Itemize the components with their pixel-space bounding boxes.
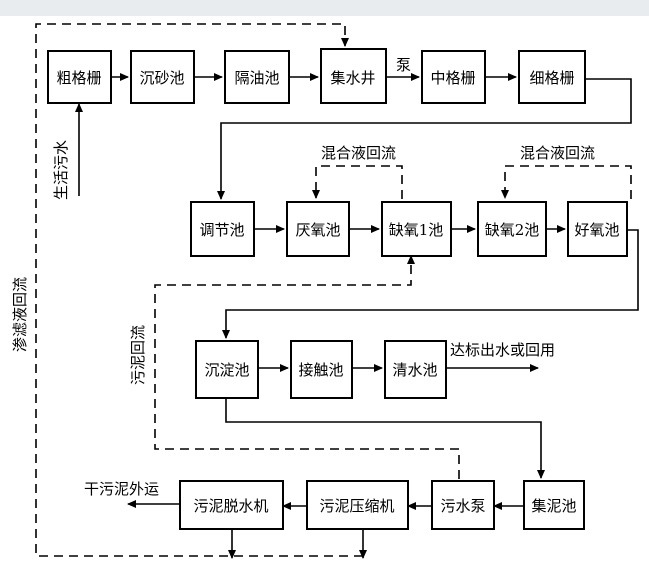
node-contact-tank: 接触池 (290, 340, 353, 399)
node-label: 隔油池 (234, 69, 279, 87)
node-collection-well: 集水井 (320, 48, 387, 104)
node-clear-water-tank: 清水池 (384, 340, 447, 399)
node-label: 集泥池 (531, 497, 576, 515)
label-sludge-return: 污泥回流 (129, 325, 147, 385)
node-label: 缺氧2池 (485, 221, 540, 239)
node-label: 污泥压缩机 (319, 497, 394, 515)
node-label: 沉淀池 (204, 361, 249, 379)
node-label: 接触池 (298, 361, 343, 379)
node-fine-screen: 细格栅 (518, 50, 586, 104)
node-label: 细格栅 (529, 69, 574, 87)
node-anoxic-tank-2: 缺氧2池 (477, 201, 547, 257)
arrow-aerobic-to-sedimentation (222, 229, 639, 339)
arrow-fine-to-regulating (217, 78, 632, 200)
node-sludge-thickener: 污泥压缩机 (306, 480, 409, 530)
node-grit-tank: 沉砂池 (130, 50, 195, 104)
node-sedimentation-tank: 沉淀池 (195, 340, 259, 399)
node-anoxic-tank-1: 缺氧1池 (381, 201, 452, 257)
node-label: 污水泵 (440, 497, 485, 515)
dashed-connectors (35, 23, 632, 557)
node-label: 污泥脱水机 (193, 497, 268, 515)
node-label: 调节池 (199, 221, 244, 239)
node-anaerobic-tank: 厌氧池 (286, 201, 350, 257)
node-label: 集水井 (330, 69, 375, 87)
node-regulating-tank: 调节池 (190, 201, 255, 257)
node-medium-screen: 中格栅 (421, 50, 486, 104)
label-mixed-return-1: 混合液回流 (321, 144, 396, 162)
label-domestic-sewage: 生活污水 (52, 140, 70, 200)
node-coarse-screen: 粗格栅 (47, 50, 112, 104)
node-label: 沉砂池 (139, 69, 184, 87)
dashed-mixed-return-2 (501, 165, 632, 199)
arrow-sedimentation-to-sludge-collection (225, 398, 545, 479)
label-pump: 泵 (396, 56, 411, 74)
label-leachate-return: 渗滤液回流 (11, 277, 29, 352)
node-label: 厌氧池 (295, 221, 340, 239)
dashed-mixed-return-1 (312, 165, 403, 199)
label-effluent: 达标出水或回用 (450, 341, 555, 359)
node-label: 清水池 (392, 361, 437, 379)
node-sludge-dewatering: 污泥脱水机 (179, 480, 284, 530)
node-sludge-collection-tank: 集泥池 (523, 480, 585, 530)
solid-connectors (75, 73, 639, 559)
label-dry-sludge-out: 干污泥外运 (84, 480, 159, 498)
label-mixed-return-2: 混合液回流 (520, 144, 595, 162)
dashed-leachate-return (35, 23, 363, 557)
node-label: 缺氧1池 (389, 221, 444, 239)
node-label: 中格栅 (430, 69, 475, 87)
node-sewage-pump: 污水泵 (431, 480, 495, 530)
node-aerobic-tank: 好氧池 (567, 201, 628, 257)
node-oil-separator: 隔油池 (224, 50, 290, 104)
dashed-sludge-return (154, 255, 460, 479)
node-label: 好氧池 (574, 221, 619, 239)
top-band (0, 0, 649, 16)
node-label: 粗格栅 (56, 69, 101, 87)
